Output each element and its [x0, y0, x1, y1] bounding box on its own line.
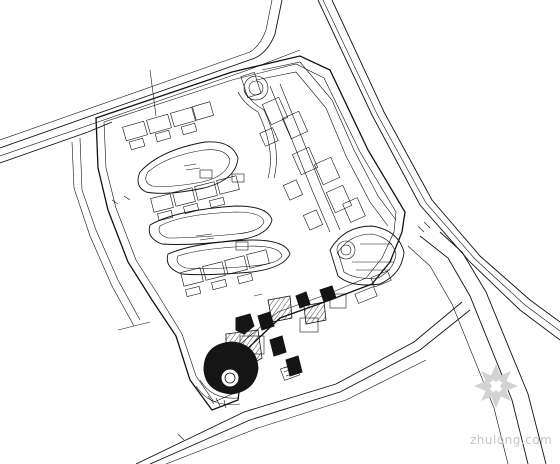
- road-south-west: [135, 301, 471, 464]
- watermark: zhulong.com: [470, 364, 552, 447]
- residential-buildings: [122, 101, 270, 297]
- round-hall: [195, 341, 259, 409]
- circular-complex: [329, 225, 405, 286]
- zhulong-flower-logo-icon: [474, 364, 518, 408]
- annotation-marks: [111, 69, 431, 441]
- road-east-diagonal: [317, 0, 560, 341]
- watermark-text: zhulong.com: [470, 433, 552, 447]
- road-north-west: [0, 0, 301, 327]
- road-south-east: [407, 231, 547, 464]
- parking-blocks: [280, 270, 392, 381]
- commercial-strip: [240, 61, 397, 233]
- courtyards: [137, 89, 291, 276]
